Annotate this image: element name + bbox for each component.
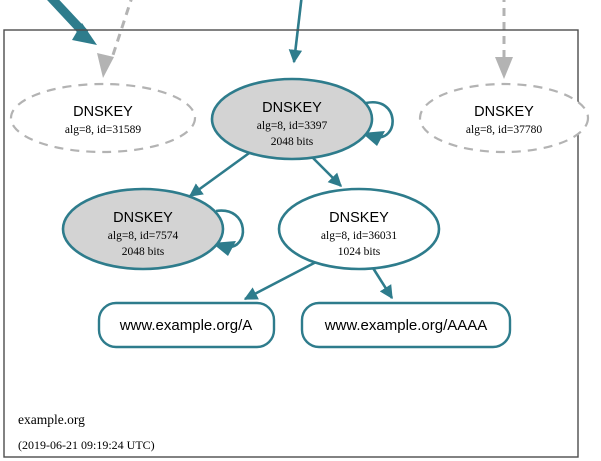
zone-caption: example.org (2019-06-21 09:19:24 UTC) <box>18 412 155 452</box>
node-rrset-a-shape[interactable] <box>97 301 276 349</box>
node-dnskey-37780[interactable]: DNSKEY alg=8, id=37780 <box>418 82 590 154</box>
node-dnskey-36031[interactable]: DNSKEY alg=8, id=36031 1024 bits <box>277 187 441 271</box>
node-dnskey-7574[interactable]: DNSKEY alg=8, id=7574 2048 bits <box>61 187 225 271</box>
node-dnskey-3397-title: DNSKEY <box>262 100 322 116</box>
edge-ds-in-right-head <box>495 57 513 79</box>
edge-ds-in-left-line <box>110 0 133 59</box>
edge-ds-in-right <box>495 0 513 79</box>
node-dnskey-7574-title: DNSKEY <box>113 210 173 226</box>
node-rrset-aaaa-label: www.example.org/AAAA <box>324 317 488 334</box>
edge-ds-arrow-topleft <box>47 0 97 45</box>
node-dnskey-3397-bits: 2048 bits <box>271 136 314 148</box>
node-dnskey-7574-bits: 2048 bits <box>122 246 165 258</box>
node-dnskey-31589-title: DNSKEY <box>73 104 133 120</box>
edge-ds-arrow-topleft-head <box>72 23 97 45</box>
node-dnskey-7574-shape[interactable] <box>61 187 225 271</box>
zone-caption-name: example.org <box>18 412 85 427</box>
node-dnskey-37780-shape[interactable] <box>418 82 590 154</box>
node-dnskey-31589-subtitle: alg=8, id=31589 <box>65 124 141 136</box>
edge-ds-arrow-topleft-line <box>47 0 89 38</box>
edge-3397-7574 <box>188 149 253 198</box>
node-dnskey-31589[interactable]: DNSKEY alg=8, id=31589 <box>9 82 197 154</box>
edge-36031-aaaa <box>371 267 394 300</box>
edge-3397-self-head <box>362 131 385 146</box>
node-dnskey-31589-shape[interactable] <box>9 82 197 154</box>
node-rrset-a[interactable]: www.example.org/A <box>97 301 276 349</box>
edge-ds-in-left <box>97 0 133 78</box>
edge-3397-self <box>362 101 394 146</box>
incoming-edges-group <box>47 0 513 79</box>
node-dnskey-7574-subtitle: alg=8, id=7574 <box>108 230 179 242</box>
edge-36031-a <box>243 259 319 301</box>
node-dnskey-36031-shape[interactable] <box>277 187 441 271</box>
edge-ds-in-center <box>288 0 303 64</box>
edge-3397-36031 <box>311 156 342 187</box>
node-rrset-a-label: www.example.org/A <box>119 317 253 334</box>
node-dnskey-3397-subtitle: alg=8, id=3397 <box>257 120 328 132</box>
node-rrset-aaaa[interactable]: www.example.org/AAAA <box>300 301 512 349</box>
node-dnskey-3397-shape[interactable] <box>210 77 374 161</box>
edge-ds-in-center-line <box>288 0 303 64</box>
node-dnskey-3397[interactable]: DNSKEY alg=8, id=3397 2048 bits <box>210 77 374 161</box>
zone-caption-timestamp: (2019-06-21 09:19:24 UTC) <box>18 438 155 452</box>
node-dnskey-37780-subtitle: alg=8, id=37780 <box>466 124 542 136</box>
node-dnskey-36031-subtitle: alg=8, id=36031 <box>321 230 397 242</box>
node-dnskey-36031-bits: 1024 bits <box>338 246 381 258</box>
node-dnskey-36031-title: DNSKEY <box>329 210 389 226</box>
node-dnskey-37780-title: DNSKEY <box>474 104 534 120</box>
edge-ds-in-left-head <box>97 53 114 78</box>
node-rrset-aaaa-shape[interactable] <box>300 301 512 349</box>
zone-boundary-box <box>3 29 579 458</box>
